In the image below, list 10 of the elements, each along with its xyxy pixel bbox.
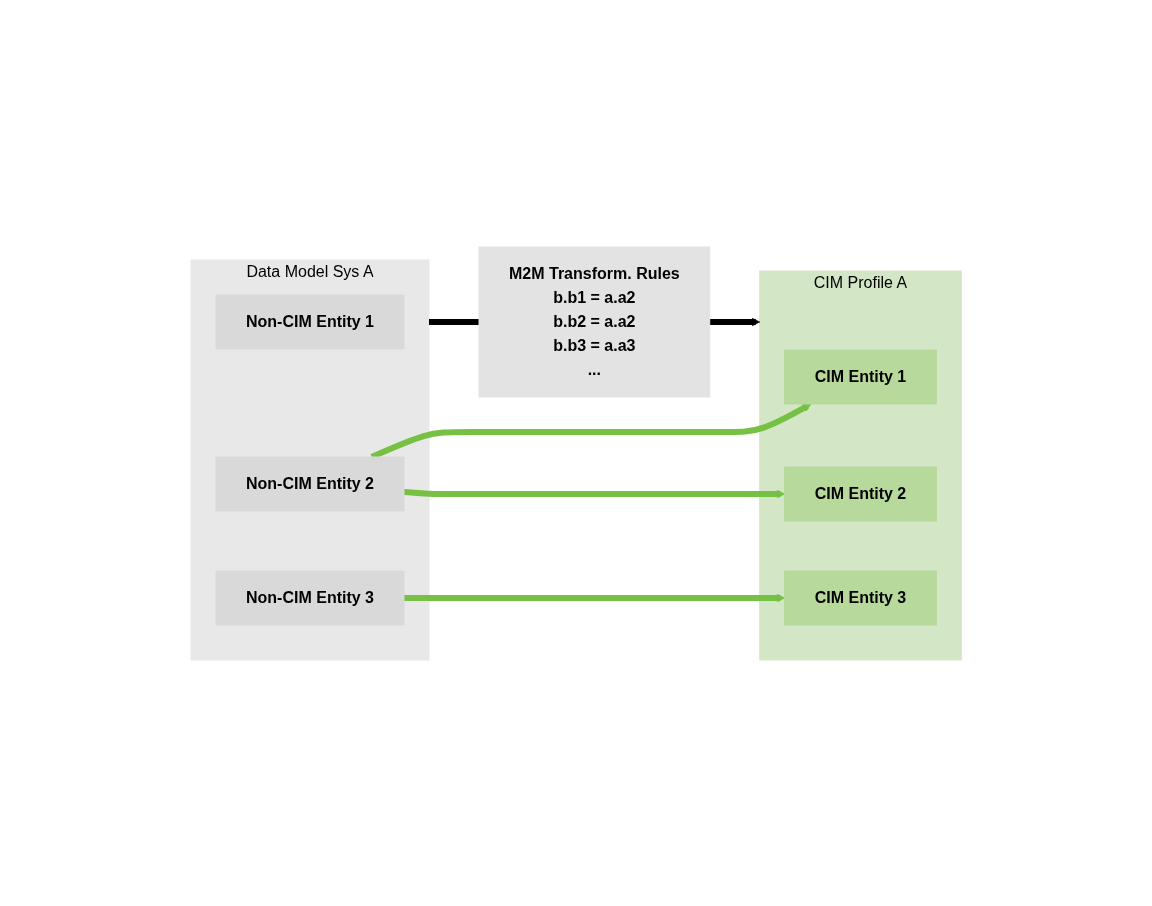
node-box: Non-CIM Entity 3 [215,570,405,625]
connector [428,318,479,325]
arrow [403,488,785,498]
arrow [403,593,785,602]
arrow [709,317,760,326]
node-box: Non-CIM Entity 2 [215,456,405,511]
node-box: CIM Entity 2 [784,466,937,521]
node-box: M2M Transform. Rules b.b1 = a.a2 b.b2 = a.a2 b.b3 = a.a3 ... [478,246,711,397]
node-box: CIM Entity 3 [784,570,937,625]
node-box: CIM Entity 1 [784,349,937,404]
